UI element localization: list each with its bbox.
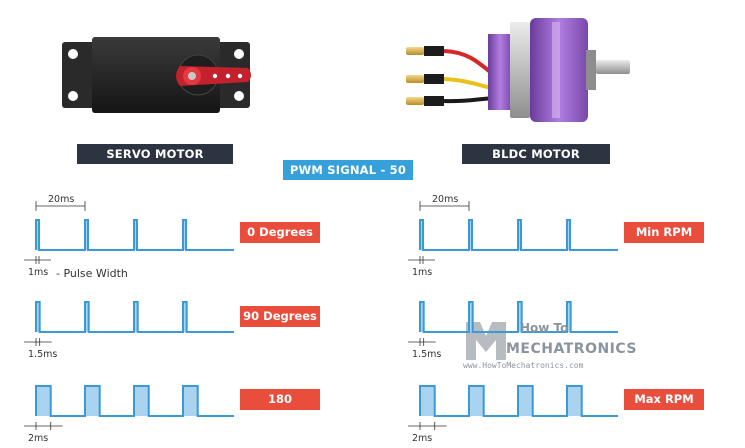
servo-pulse-0-3	[183, 220, 186, 250]
servo-pulse-2-0	[36, 386, 51, 416]
bldc-period-label: 20ms	[432, 194, 458, 205]
bldc-pulse-0-3	[567, 220, 570, 250]
bldc-pulse-2-1	[469, 386, 484, 416]
servo-pulse-0-1	[85, 220, 88, 250]
servo-signal-line-2	[35, 385, 234, 417]
watermark-line1: How To	[520, 321, 569, 335]
bldc-pulse-2-3	[567, 386, 582, 416]
bldc-header: BLDC MOTOR CONTROL	[462, 144, 610, 181]
servo-signal-line-1	[35, 301, 234, 333]
servo-pulse-0-2	[134, 220, 137, 250]
servo-badge-1: 90 Degrees	[240, 306, 320, 327]
bldc-motor-image	[406, 18, 630, 122]
servo-pulse-2-1	[85, 386, 100, 416]
servo-badge-0: 0 Degrees	[240, 222, 320, 243]
bldc-pulse-1-2	[518, 302, 522, 332]
servo-signal-line-0	[35, 219, 234, 251]
servo-pulse-2-2	[134, 386, 149, 416]
bldc-pulse-width-label-2: 2ms	[412, 433, 432, 444]
pulse-width-note: - Pulse Width	[56, 267, 128, 280]
bldc-pulse-1-3	[567, 302, 571, 332]
servo-pulse-1-0	[36, 302, 40, 332]
pwm-header: PWM SIGNAL - 50 HZ	[283, 160, 413, 197]
servo-pulse-width-label-2: 2ms	[28, 433, 48, 444]
bldc-pulse-2-2	[518, 386, 533, 416]
servo-pulse-1-3	[183, 302, 187, 332]
servo-motor-image	[62, 37, 251, 113]
servo-header: SERVO MOTOR CONTROL	[77, 144, 233, 181]
watermark-line2: MECHATRONICS	[506, 341, 638, 357]
bldc-signal-line-2	[419, 385, 618, 417]
bldc-badge-2: Max RPM	[624, 389, 704, 410]
servo-badge-2: 180 Degrees	[240, 389, 320, 427]
servo-period-label: 20ms	[48, 194, 74, 205]
bldc-pulse-0-1	[469, 220, 472, 250]
bldc-pulse-2-0	[420, 386, 435, 416]
bldc-signal-line-1	[419, 301, 618, 333]
servo-pulse-2-3	[183, 386, 198, 416]
servo-pulse-1-2	[134, 302, 138, 332]
bldc-pulse-0-0	[420, 220, 423, 250]
bldc-pulse-width-label-0: 1ms	[412, 267, 432, 278]
watermark-url: www.HowToMechatronics.com	[463, 361, 584, 370]
bldc-badge-0: Min RPM	[624, 222, 704, 243]
bldc-signal-line-0	[419, 219, 618, 251]
servo-pulse-width-label-1: 1.5ms	[28, 349, 57, 360]
servo-pulse-width-label-0: 1ms	[28, 267, 48, 278]
bldc-pulse-width-label-1: 1.5ms	[412, 349, 441, 360]
bldc-pulse-1-0	[420, 302, 424, 332]
bldc-pulse-1-1	[469, 302, 473, 332]
bldc-pulse-0-2	[518, 220, 521, 250]
servo-pulse-0-0	[36, 220, 39, 250]
servo-pulse-1-1	[85, 302, 89, 332]
